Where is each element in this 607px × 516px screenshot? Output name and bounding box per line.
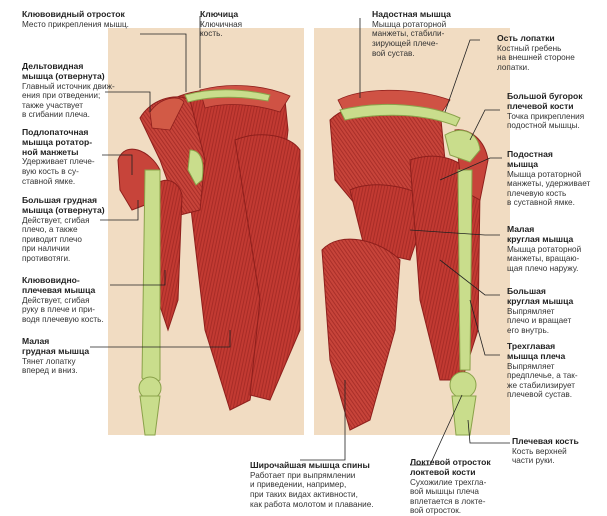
label-description: Главный источник движ- ения при отведени… xyxy=(22,82,147,120)
label-greater-tubercle: Большой бугорок плечевой кости Точка при… xyxy=(507,92,605,131)
label-teres-minor: Малая круглая мышца Мышца ротаторной ман… xyxy=(507,225,605,273)
label-title: Локтевой отросток локтевой кости xyxy=(410,458,510,478)
label-title: Клювовидный отросток xyxy=(22,10,192,20)
label-coracoid-process: Клювовидный отросток Место прикрепления … xyxy=(22,10,192,29)
label-description: Кость верхней части руки. xyxy=(512,447,605,466)
label-title: Подостная мышца xyxy=(507,150,605,170)
label-title: Клювовидно- плечевая мышца xyxy=(22,276,130,296)
label-humerus: Плечевая кость Кость верхней части руки. xyxy=(512,437,605,466)
label-description: Работает при выпрямлении и приведении, н… xyxy=(250,471,400,509)
label-description: Костный гребень на внешней стороне лопат… xyxy=(497,44,605,73)
label-coracobrachialis: Клювовидно- плечевая мышца Действует, сг… xyxy=(22,276,130,324)
label-description: Мышца ротаторной манжеты, вращаю- щая пл… xyxy=(507,245,605,274)
label-description: Ключичная кость. xyxy=(200,20,290,39)
label-description: Сухожилие трехгла- вой мышцы плеча вплет… xyxy=(410,478,510,516)
label-pectoralis-minor: Малая грудная мышца Тянет лопатку вперед… xyxy=(22,337,112,376)
label-subscapularis: Подлопаточная мышца ротатор- ной манжеты… xyxy=(22,128,122,186)
label-description: Мышца ротаторной манжеты, стабили- зирую… xyxy=(372,20,482,58)
label-olecranon: Локтевой отросток локтевой кости Сухожил… xyxy=(410,458,510,516)
label-supraspinatus: Надостная мышца Мышца ротаторной манжеты… xyxy=(372,10,482,58)
label-clavicle: Ключица Ключичная кость. xyxy=(200,10,290,39)
label-title: Подлопаточная мышца ротатор- ной манжеты xyxy=(22,128,122,157)
label-title: Надостная мышца xyxy=(372,10,482,20)
label-title: Малая грудная мышца xyxy=(22,337,112,357)
label-description: Действует, сгибая руку в плече и при- во… xyxy=(22,296,130,325)
label-description: Выпрямляет предплечье, а так- же стабили… xyxy=(507,362,605,400)
label-teres-major: Большая круглая мышца Выпрямляет плечо и… xyxy=(507,287,605,335)
label-title: Большая круглая мышца xyxy=(507,287,605,307)
label-title: Трехглавая мышца плеча xyxy=(507,342,605,362)
label-deltoid: Дельтовидная мышца (отвернута) Главный и… xyxy=(22,62,147,120)
label-title: Плечевая кость xyxy=(512,437,605,447)
label-title: Дельтовидная мышца (отвернута) xyxy=(22,62,147,82)
label-description: Выпрямляет плечо и вращает его внутрь. xyxy=(507,307,605,336)
label-description: Место прикрепления мышц. xyxy=(22,20,192,30)
label-scapular-spine: Ость лопатки Костный гребень на внешней … xyxy=(497,34,605,73)
label-title: Широчайшая мышца спины xyxy=(250,461,400,471)
label-description: Удерживает плече- вую кость в су- ставно… xyxy=(22,157,122,186)
label-title: Ключица xyxy=(200,10,290,20)
label-title: Большая грудная мышца (отвернута) xyxy=(22,196,122,216)
label-title: Большой бугорок плечевой кости xyxy=(507,92,605,112)
label-title: Малая круглая мышца xyxy=(507,225,605,245)
label-title: Ость лопатки xyxy=(497,34,605,44)
label-description: Мышца ротаторной манжеты, удерживает пле… xyxy=(507,170,605,208)
label-latissimus-dorsi: Широчайшая мышца спины Работает при выпр… xyxy=(250,461,400,509)
label-pectoralis-major: Большая грудная мышца (отвернута) Действ… xyxy=(22,196,122,264)
label-infraspinatus: Подостная мышца Мышца ротаторной манжеты… xyxy=(507,150,605,208)
label-triceps: Трехглавая мышца плеча Выпрямляет предпл… xyxy=(507,342,605,400)
label-description: Тянет лопатку вперед и вниз. xyxy=(22,357,112,376)
label-description: Действует, сгибая плечо, а также приводи… xyxy=(22,216,122,264)
label-description: Точка прикрепления подостной мышцы. xyxy=(507,112,605,131)
